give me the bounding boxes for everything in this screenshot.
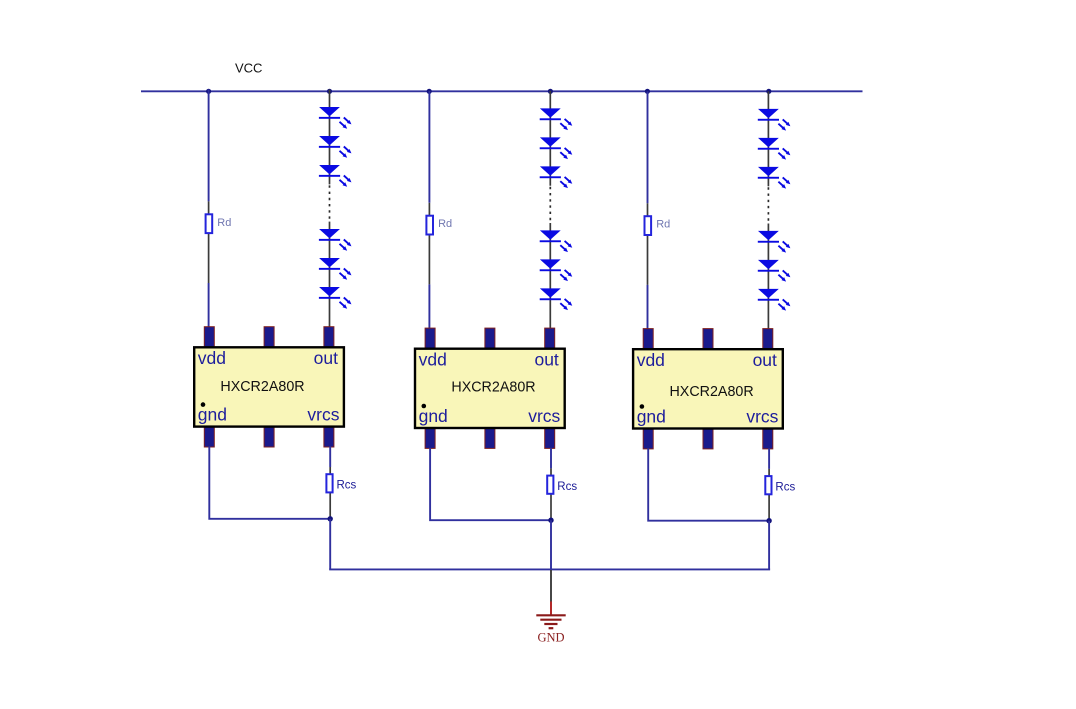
svg-text:VCC: VCC xyxy=(235,61,262,76)
svg-text:GND: GND xyxy=(537,630,564,644)
svg-text:HXCR2A80R: HXCR2A80R xyxy=(220,379,304,395)
svg-text:HXCR2A80R: HXCR2A80R xyxy=(451,380,535,396)
svg-text:HXCR2A80R: HXCR2A80R xyxy=(669,384,753,400)
